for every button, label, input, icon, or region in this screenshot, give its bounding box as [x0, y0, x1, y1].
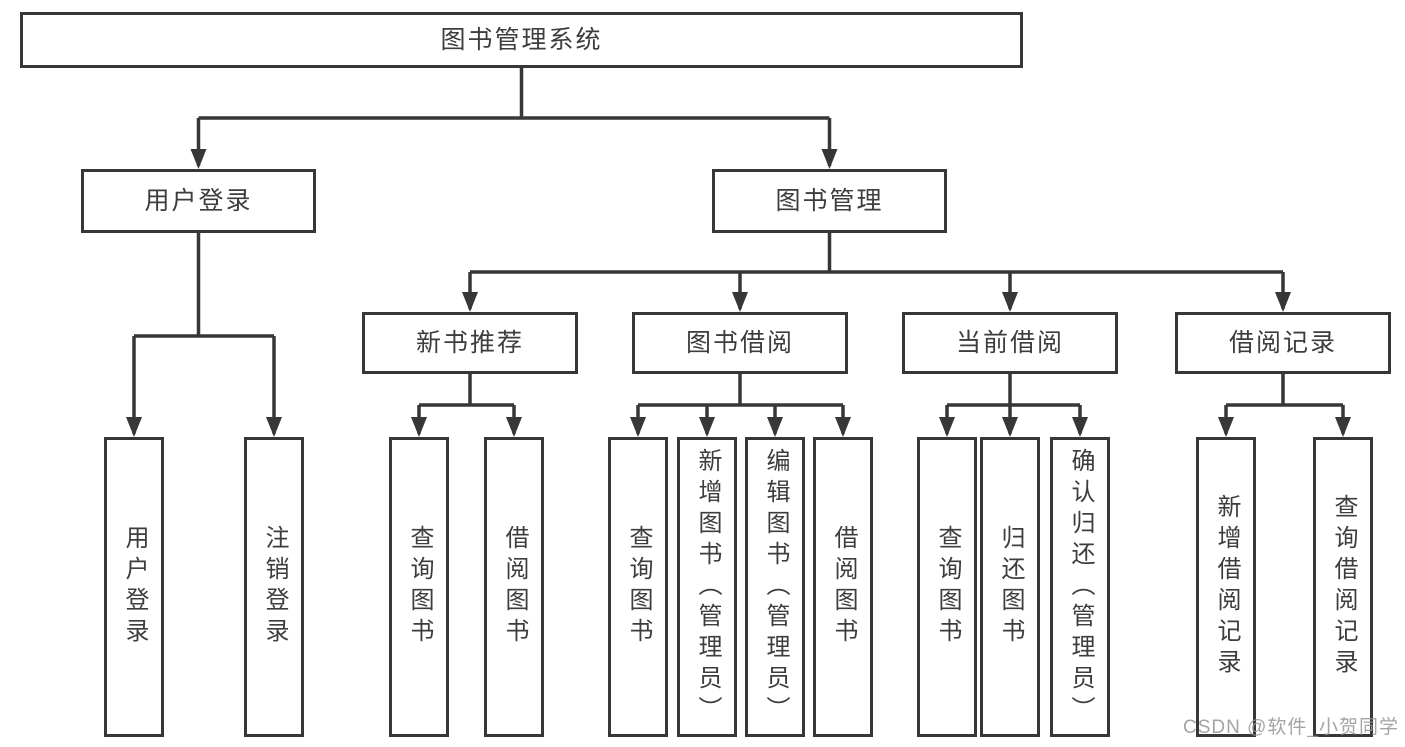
connector-arrows	[126, 149, 1351, 437]
arrowhead-icon	[1072, 417, 1088, 437]
node-label: 编辑图书（管理员）	[762, 447, 789, 727]
node-leaf-logout: 注销登录	[244, 437, 304, 737]
arrowhead-icon	[506, 417, 522, 437]
arrowhead-icon	[1275, 292, 1291, 312]
node-label: 归还图书	[997, 525, 1024, 649]
node-label: 注销登录	[261, 525, 288, 649]
node-label: 借阅图书	[830, 525, 857, 649]
node-user-login: 用户登录	[81, 169, 316, 233]
arrowhead-icon	[190, 149, 207, 169]
node-leaf-add-books-admin: 新增图书（管理员）	[677, 437, 737, 737]
connector-path	[132, 68, 1345, 434]
node-new-book-recommendation: 新书推荐	[362, 312, 578, 374]
node-label: 确认归还（管理员）	[1067, 447, 1094, 727]
node-leaf-add-borrow-record: 新增借阅记录	[1196, 437, 1256, 737]
node-leaf-return-books: 归还图书	[980, 437, 1040, 737]
node-leaf-borrow-books: 借阅图书	[813, 437, 873, 737]
node-leaf-query-books-recommend: 查询图书	[389, 437, 449, 737]
node-leaf-confirm-return-admin: 确认归还（管理员）	[1050, 437, 1110, 737]
watermark: CSDN @软件_小贺同学	[1183, 717, 1399, 738]
node-label: 当前借阅	[955, 328, 1064, 357]
arrowhead-icon	[835, 417, 851, 437]
arrowhead-icon	[1002, 292, 1018, 312]
node-leaf-user-login: 用户登录	[104, 437, 164, 737]
node-borrowing-records: 借阅记录	[1175, 312, 1391, 374]
node-leaf-borrow-books-recommend: 借阅图书	[484, 437, 544, 737]
arrowhead-icon	[732, 292, 748, 312]
node-label: 新增借阅记录	[1213, 494, 1240, 680]
node-label: 借阅记录	[1228, 328, 1337, 357]
arrowhead-icon	[411, 417, 427, 437]
node-label: 用户登录	[121, 525, 148, 649]
node-leaf-edit-books-admin: 编辑图书（管理员）	[745, 437, 805, 737]
arrowhead-icon	[821, 149, 838, 169]
arrowhead-icon	[266, 417, 282, 437]
node-label: 新书推荐	[415, 328, 524, 357]
node-book-management: 图书管理	[712, 169, 947, 233]
node-book-borrowing: 图书借阅	[632, 312, 848, 374]
arrowhead-icon	[1335, 417, 1351, 437]
node-label: 查询图书	[625, 525, 652, 649]
node-label: 借阅图书	[501, 525, 528, 649]
node-label: 图书管理系统	[440, 25, 603, 54]
node-leaf-query-borrow-record: 查询借阅记录	[1313, 437, 1373, 737]
arrowhead-icon	[126, 417, 142, 437]
node-label: 图书借阅	[685, 328, 794, 357]
node-library-management-system: 图书管理系统	[20, 12, 1023, 68]
arrowhead-icon	[767, 417, 783, 437]
node-label: 用户登录	[144, 186, 253, 215]
node-leaf-query-books-borrow: 查询图书	[608, 437, 668, 737]
node-label: 查询借阅记录	[1330, 494, 1357, 680]
arrowhead-icon	[1002, 417, 1018, 437]
arrowhead-icon	[1218, 417, 1234, 437]
node-label: 查询图书	[934, 525, 961, 649]
arrowhead-icon	[939, 417, 955, 437]
arrowhead-icon	[699, 417, 715, 437]
node-label: 查询图书	[406, 525, 433, 649]
arrowhead-icon	[462, 292, 478, 312]
node-label: 新增图书（管理员）	[694, 447, 721, 727]
arrowhead-icon	[630, 417, 646, 437]
node-current-borrowing: 当前借阅	[902, 312, 1118, 374]
node-label: 图书管理	[775, 186, 884, 215]
node-leaf-query-books-current: 查询图书	[917, 437, 977, 737]
